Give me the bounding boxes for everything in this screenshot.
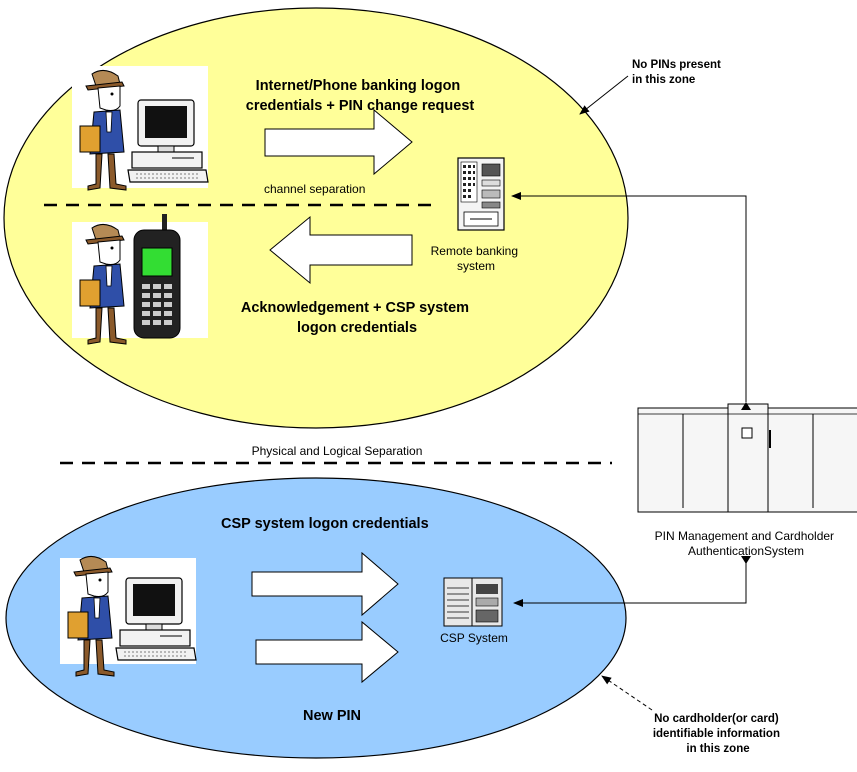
channel-separation-label: channel separation — [264, 182, 365, 196]
no-pins-note-line1: No PINs present — [632, 59, 721, 71]
request-label-line1: Internet/Phone banking logon — [256, 78, 461, 94]
new-pin-label: New PIN — [303, 708, 361, 724]
no-pins-pointer — [579, 75, 629, 115]
new-pin-arrow — [255, 620, 399, 684]
csp-connector — [513, 562, 747, 607]
no-cardholder-note-line1: No cardholder(or card) — [654, 713, 779, 725]
atm-terminal-icon — [457, 157, 505, 231]
mainframe-server-icon — [637, 403, 857, 513]
svg-text:No PINs present in this zo: No PINs present in this zone — [632, 59, 724, 86]
svg-text:Internet/Phone banking logon: Internet/Phone banking logon credentials… — [246, 78, 475, 114]
csp-logon-arrow — [251, 551, 399, 617]
pin-system-label-line2: AuthenticationSystem — [688, 544, 804, 558]
csp-logon-label: CSP system logon credentials — [221, 516, 429, 532]
csp-system-label: CSP System — [440, 631, 508, 645]
no-cardholder-note-line2: identifiable information — [653, 728, 780, 740]
svg-text:Remote banking system: Remote banking system — [431, 244, 522, 273]
remote-banking-label-line1: Remote banking — [431, 244, 518, 258]
no-cardholder-pointer — [601, 675, 653, 711]
ack-label-line2: logon credentials — [297, 320, 417, 336]
ack-label-line1: Acknowledgement + CSP system — [241, 300, 469, 316]
svg-text:PIN Management and Cardholder: PIN Management and Cardholder Authentica… — [655, 529, 838, 558]
pin-system-label-line1: PIN Management and Cardholder — [655, 529, 834, 543]
mobile-phone-icon — [133, 214, 181, 339]
user-computer-top — [72, 66, 209, 191]
user-phone — [72, 214, 208, 345]
request-arrow — [264, 108, 413, 176]
remote-banking-label-line2: system — [457, 259, 495, 273]
svg-text:No cardholder(or card) ide: No cardholder(or card) identifiable info… — [653, 713, 783, 755]
no-pins-note-line2: in this zone — [632, 74, 695, 86]
ack-arrow — [269, 215, 413, 285]
csp-server-icon — [443, 577, 503, 627]
remote-banking-connector — [511, 192, 747, 402]
csp-zone — [5, 477, 627, 759]
physical-separation-label: Physical and Logical Separation — [252, 444, 423, 458]
user-computer-bottom — [60, 555, 197, 677]
svg-text:Acknowledgement + CSP system: Acknowledgement + CSP system logon crede… — [241, 300, 473, 336]
request-label-line2: credentials + PIN change request — [246, 98, 475, 114]
no-cardholder-note-line3: in this zone — [686, 743, 749, 755]
